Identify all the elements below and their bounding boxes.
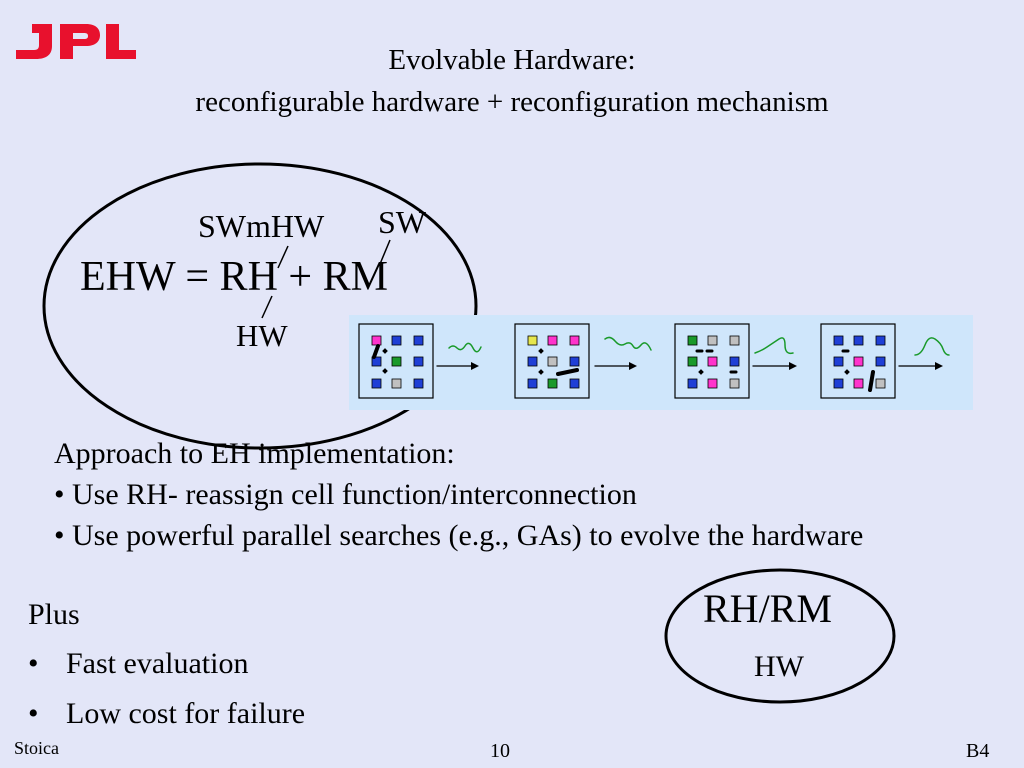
jpl-logo [16, 24, 136, 59]
bullet-marker: • [28, 647, 39, 680]
footer-code: B4 [966, 740, 990, 762]
plus-heading: Plus [28, 598, 80, 631]
approach-heading: Approach to EH implementation: [54, 437, 455, 470]
evolution-diagram [358, 323, 950, 399]
slide-title-line1: Evolvable Hardware: [388, 44, 636, 76]
bullet-marker: • [28, 697, 39, 730]
plus-item: • Low cost for failure [28, 697, 305, 731]
evolution-diagram-panel [349, 315, 973, 410]
equation-ellipse [42, 162, 478, 450]
approach-bullet: • Use powerful parallel searches (e.g., … [54, 519, 864, 552]
label-swmhw: SWmHW [198, 208, 325, 244]
label-hw: HW [236, 318, 288, 353]
slide-title-line2: reconfigurable hardware + reconfiguratio… [195, 86, 829, 118]
badge-bottom-label: HW [754, 650, 804, 683]
plus-item-text: Fast evaluation [66, 647, 249, 680]
badge-top-label: RH/RM [703, 586, 832, 631]
footer-page-number: 10 [490, 740, 510, 762]
plus-item: • Fast evaluation [28, 647, 248, 681]
label-sw: SW [378, 204, 426, 240]
equation-formula: EHW = RH + RM [80, 254, 388, 300]
footer-author: Stoica [14, 738, 59, 758]
rhrm-ellipse [664, 568, 896, 704]
approach-bullet: • Use RH- reassign cell function/interco… [54, 478, 637, 511]
chip-3 [674, 323, 750, 399]
chip-1 [358, 323, 434, 399]
chip-4 [820, 323, 896, 399]
chip-2 [514, 323, 590, 399]
plus-item-text: Low cost for failure [66, 697, 306, 730]
